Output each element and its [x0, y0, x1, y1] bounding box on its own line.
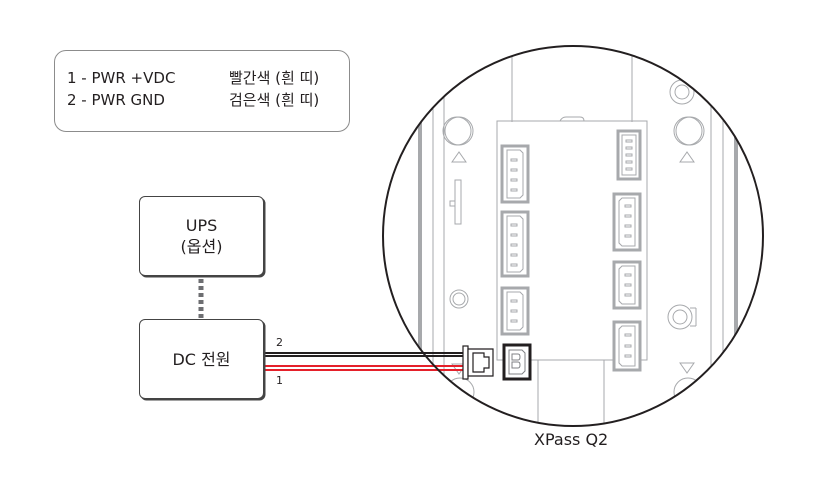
wire-label-1: 1	[276, 374, 283, 387]
board-notch	[559, 116, 585, 122]
triangle-down-right-icon	[679, 362, 695, 374]
mount-hole-left-top	[444, 116, 474, 146]
cable-plug	[462, 345, 494, 380]
connector-left-2	[500, 210, 530, 278]
triangle-up-right-icon	[679, 151, 695, 163]
power-cable	[264, 352, 465, 371]
legend-wire-color: 빨간색 (흰 띠)	[229, 69, 320, 87]
connector-right-3	[612, 260, 642, 310]
mount-hole-right-bottom	[673, 377, 703, 407]
screw-hole-right-inner	[672, 309, 688, 325]
board-connectors	[500, 129, 642, 372]
mount-hole-right-top-shadow	[673, 116, 703, 146]
ups-optional-label: (옵션)	[180, 237, 223, 256]
mount-hole-right-upper	[669, 79, 695, 105]
ups-label: UPS	[185, 216, 218, 235]
triangle-up-left-icon	[451, 151, 467, 163]
power-port-connector	[502, 343, 532, 381]
screw-hole-left	[449, 289, 469, 309]
screw-hole-right	[667, 304, 693, 330]
legend-pin-label: 1 - PWR +VDC	[67, 69, 176, 87]
mount-hole-left-upper-inner	[411, 81, 429, 99]
connector-left-1	[500, 144, 530, 204]
mount-hole-left-top-shadow	[442, 116, 472, 146]
device-label: XPass Q2	[534, 430, 609, 449]
connector-right-1	[616, 129, 642, 181]
legend-box: 1 - PWR +VDC 빨간색 (흰 띠) 2 - PWR GND 검은색 (흰 …	[54, 50, 350, 132]
connector-right-4	[612, 320, 642, 372]
dc-power-box: DC 전원	[139, 319, 264, 399]
mount-hole-right-upper-inner	[674, 84, 690, 100]
legend-pin-label: 2 - PWR GND	[67, 91, 165, 109]
mount-hole-left-upper	[407, 77, 433, 103]
ups-box: UPS (옵션)	[139, 196, 264, 276]
screw-hole-left-inner	[452, 292, 466, 306]
wire-label-2: 2	[276, 336, 283, 349]
connector-left-3	[500, 286, 530, 336]
mount-hole-right-top	[675, 116, 705, 146]
dc-power-label: DC 전원	[172, 349, 231, 369]
circuit-board	[496, 120, 648, 361]
zoom-detail-circle	[382, 45, 764, 427]
connector-right-2	[612, 192, 642, 252]
legend-row-pin2: 2 - PWR GND 검은색 (흰 띠)	[67, 91, 319, 109]
legend-wire-color: 검은색 (흰 띠)	[229, 91, 320, 109]
legend-row-pin1: 1 - PWR +VDC 빨간색 (흰 띠)	[67, 69, 319, 87]
device-detail-view	[407, 46, 738, 426]
t-slot-marker	[449, 179, 462, 225]
